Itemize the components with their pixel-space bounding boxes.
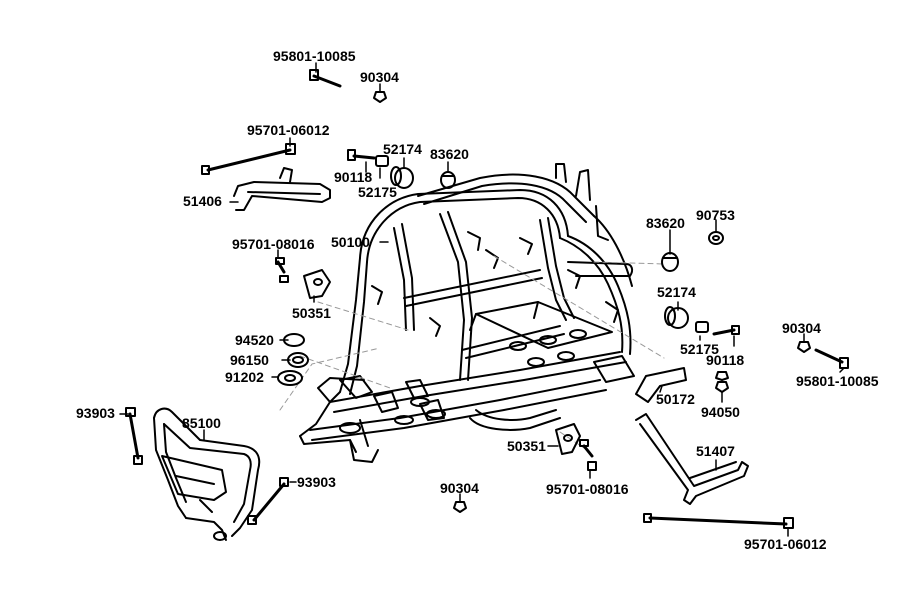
bumper-85100-shape (153, 407, 261, 541)
label-83620-right: 83620 (646, 215, 685, 231)
label-90304-bottom: 90304 (440, 480, 479, 496)
label-93903-left: 93903 (76, 405, 115, 421)
bolt-95801-10085-right-shape (814, 348, 849, 369)
label-90304-right: 90304 (782, 320, 821, 336)
label-90753: 90753 (696, 207, 735, 223)
mount-50351-bottom-shape (555, 423, 581, 455)
leader-lines (119, 62, 845, 537)
label-95701-06012-top: 95701-06012 (247, 122, 330, 138)
mount-50351-left-shape (303, 269, 331, 299)
label-94050: 94050 (701, 404, 740, 420)
damper-96150-shape (287, 352, 309, 368)
label-90118-top: 90118 (334, 169, 373, 185)
collar-52175-right-shape (695, 321, 709, 333)
label-95701-06012-bottom: 95701-06012 (744, 536, 827, 552)
label-90304-top: 90304 (360, 69, 399, 85)
label-51407: 51407 (696, 443, 735, 459)
bolt-93903-bottom-shape (247, 477, 289, 525)
label-95801-10085-top: 95801-10085 (273, 48, 356, 64)
cap-83620-top-shape (440, 171, 456, 189)
main-frame (299, 163, 635, 463)
bolt-95801-10085-top-shape (309, 69, 342, 88)
washer-91202-shape (277, 370, 303, 386)
bushing-52174-right-shape (664, 306, 689, 329)
nut-90304-bottom-shape (453, 501, 467, 513)
label-95801-10085-right: 95801-10085 (796, 373, 879, 389)
bracket-51406-shape (233, 167, 331, 211)
collar-52175-top-shape (375, 155, 389, 167)
bolt-93903-left-shape (125, 407, 143, 465)
label-50351-left: 50351 (292, 305, 331, 321)
guide-lines (279, 255, 665, 453)
label-93903-bottom: 93903 (297, 474, 336, 490)
label-52174-right: 52174 (657, 284, 696, 300)
nut-90304-right-shape (797, 341, 811, 353)
label-52174-top: 52174 (383, 141, 422, 157)
label-95701-08016-left: 95701-08016 (232, 236, 315, 252)
bolt-90118-right-shape (712, 325, 740, 336)
bolt-95701-06012-bottom-shape (643, 513, 794, 529)
nut-90304-top-shape (373, 91, 387, 103)
label-50351-bottom: 50351 (507, 438, 546, 454)
nut-94050-shape (715, 371, 729, 393)
bolt-90118-top-shape (347, 149, 376, 161)
label-95701-08016-bottom: 95701-08016 (546, 481, 629, 497)
bracket-51407-shape (635, 413, 749, 505)
label-50172: 50172 (656, 391, 695, 407)
label-51406: 51406 (183, 193, 222, 209)
bracket-50172-shape (635, 367, 687, 403)
label-83620-top: 83620 (430, 146, 469, 162)
label-90118-right: 90118 (706, 352, 745, 368)
label-52175-right: 52175 (680, 341, 719, 357)
label-96150: 96150 (230, 352, 269, 368)
label-85100: 85100 (182, 415, 221, 431)
label-91202: 91202 (225, 369, 264, 385)
cap-83620-right-shape (661, 252, 679, 272)
bolt-95701-08016-bottom-shape (579, 439, 597, 471)
bolt-95701-08016-left-shape (275, 257, 289, 283)
label-52175-top: 52175 (358, 184, 397, 200)
label-50100: 50100 (331, 234, 370, 250)
nut-90753-shape (708, 231, 724, 245)
label-94520: 94520 (235, 332, 274, 348)
bolt-95701-06012-top-shape (201, 143, 296, 175)
